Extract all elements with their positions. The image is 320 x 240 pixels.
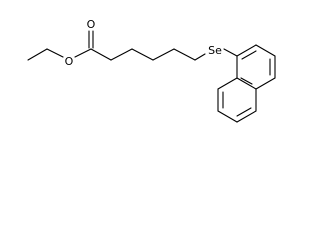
bond-ring-c4a-c8a <box>236 77 257 90</box>
bond-chain-3 <box>131 48 154 61</box>
bond-chain-1 <box>90 48 112 61</box>
bond-se-naphthyl <box>223 48 238 57</box>
bond-chain-2 <box>110 48 133 61</box>
bond-ethyl-ch3-ch2 <box>27 48 48 61</box>
ester-oxygen-label: O <box>65 55 74 68</box>
bond-o-carbonyl-carbon <box>74 48 92 58</box>
bond-chain-se <box>194 53 206 61</box>
chemical-structure: O O Se <box>27 18 276 123</box>
bond-ring-inner-c1-c2 <box>241 50 257 60</box>
bond-ring-c7-c6 <box>217 110 238 123</box>
bond-ring-c4-c4a <box>255 77 276 90</box>
selenium-label: Se <box>208 44 222 57</box>
bond-ring-c2-c3 <box>255 44 276 57</box>
bond-chain-5 <box>173 48 196 61</box>
bond-ethyl-ch2-o <box>46 48 64 58</box>
bond-ring-c1-c2 <box>236 44 257 57</box>
bond-ring-c8a-c8 <box>217 77 238 90</box>
bond-ring-c6-c5 <box>236 110 257 123</box>
bond-ring-inner-c6-c5 <box>236 107 252 117</box>
bond-chain-4 <box>152 48 175 61</box>
bond-ring-inner-c4a-c8a <box>240 77 253 85</box>
carbonyl-oxygen-label: O <box>87 18 96 31</box>
